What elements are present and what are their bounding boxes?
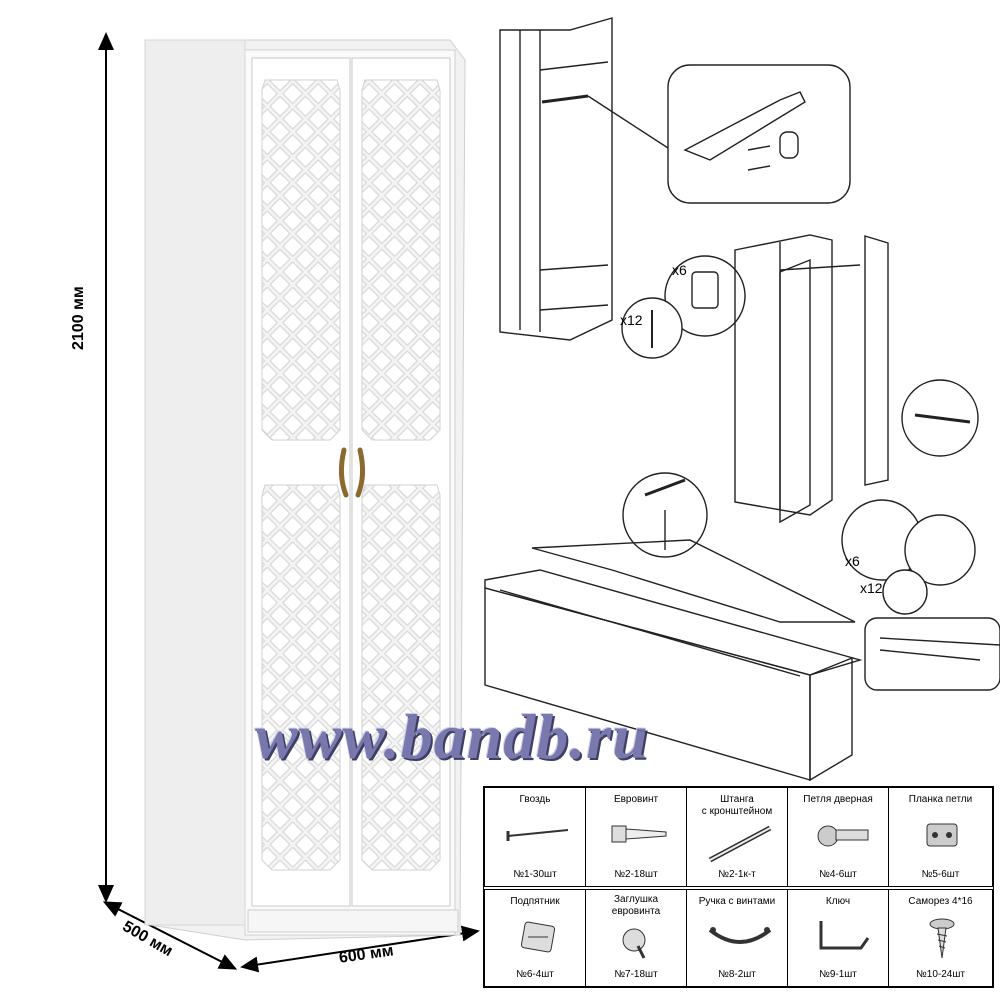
- part-name: Подпятник: [510, 896, 560, 907]
- cabinet-with-rod-drawing: [499, 17, 669, 341]
- screw-quantity-label: x12: [620, 312, 643, 328]
- part-count: №9-1шт: [819, 969, 857, 980]
- rod-bracket-detail: [667, 64, 851, 204]
- part-count: №7-18шт: [614, 969, 658, 980]
- part-cell-foot-pad: Подпятник №6-4шт: [484, 889, 586, 987]
- part-cell-self-tapping-screw: Саморез 4*16 №10-24шт: [888, 889, 993, 987]
- part-count: №4-6шт: [819, 869, 857, 880]
- rod-icon: [708, 825, 772, 863]
- part-name: Планка петли: [908, 794, 973, 805]
- back-panel-drawing: [484, 539, 863, 782]
- part-name: Евровинт: [613, 794, 659, 805]
- cabinet-door-drawing: [734, 234, 889, 524]
- screw-detail-bottom: [882, 569, 928, 615]
- part-name: Ключ: [825, 896, 851, 907]
- cap-icon: [622, 928, 646, 959]
- part-name: Саморез 4*16: [908, 896, 973, 907]
- assembly-diagram: [484, 17, 1000, 782]
- part-cell-hex-key: Ключ №9-1шт: [787, 889, 889, 987]
- part-cell-euroscrew: Евровинт №2-18шт: [585, 787, 687, 887]
- foot-pad-icon: [520, 921, 556, 953]
- watermark-text: www.bandb.ru: [255, 701, 649, 772]
- part-count: №2-18шт: [614, 869, 658, 880]
- part-count: №5-6шт: [921, 869, 960, 880]
- hex-key-icon: [819, 921, 870, 950]
- part-name: Петля дверная: [803, 794, 873, 805]
- hinge-icon: [817, 825, 869, 847]
- hinge-quantity-label-2: x6: [845, 553, 860, 569]
- part-cell-nail: Гвоздь №1-30шт: [484, 787, 586, 887]
- part-cell-hinge: Петля дверная №4-6шт: [787, 787, 889, 887]
- nail-icon: [506, 829, 569, 841]
- part-cell-hinge-plate: Планка петли №5-6шт: [888, 787, 993, 887]
- hinge-plate-icon: [926, 823, 958, 847]
- part-cell-handle: Ручка с винтами №8-2шт: [686, 889, 788, 987]
- handle-icon: [708, 927, 772, 944]
- euroscrew-icon: [611, 825, 667, 843]
- height-dimension-label: 2100 мм: [70, 286, 87, 350]
- part-name: Ручка с винтами: [698, 896, 776, 907]
- back-panel-detail: [864, 617, 1000, 691]
- hinge-mount-detail-right: [904, 514, 976, 586]
- self-tapping-screw-icon: [929, 918, 955, 959]
- part-count: №8-2шт: [718, 969, 756, 980]
- wardrobe-product-image: [144, 39, 466, 941]
- part-count: №6-4шт: [516, 969, 554, 980]
- hinge-quantity-label: x6: [672, 262, 687, 278]
- screw-quantity-label-2: x12: [860, 580, 883, 596]
- part-name: Гвоздь: [519, 794, 551, 805]
- part-count: №10-24шт: [916, 969, 965, 980]
- hinge-detail-circle: [664, 255, 746, 337]
- part-count: №2-1к-т: [718, 869, 756, 880]
- part-count: №1-30шт: [513, 869, 557, 880]
